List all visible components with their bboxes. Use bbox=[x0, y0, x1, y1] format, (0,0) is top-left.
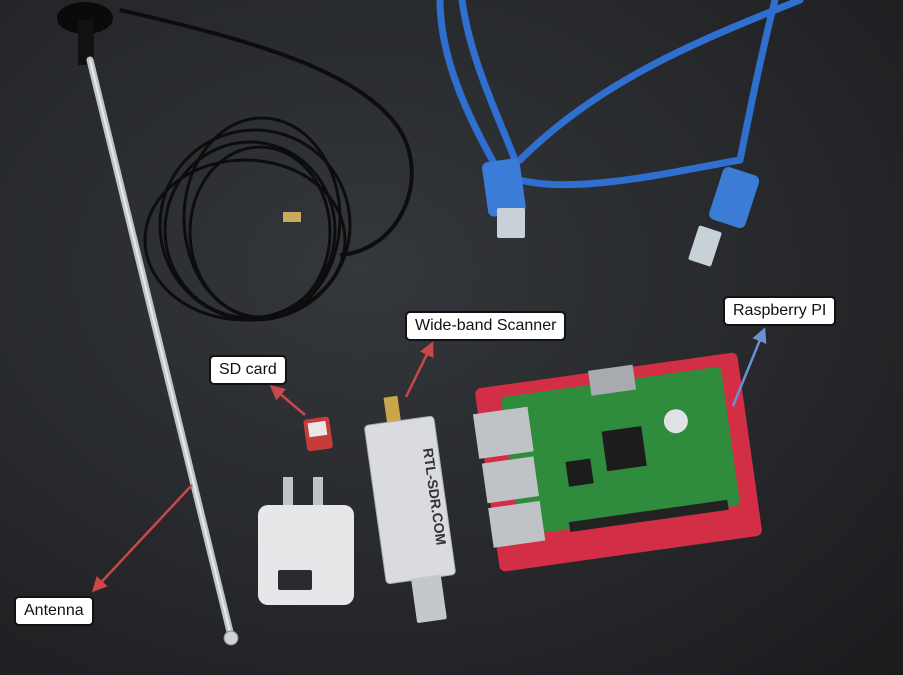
usb-male-connector bbox=[688, 167, 760, 267]
scanner-label: Wide-band Scanner bbox=[405, 311, 567, 341]
usb-charger-graphic bbox=[258, 477, 354, 605]
raspberry-pi-label: Raspberry PI bbox=[723, 296, 837, 326]
rtl-sdr-dongle-graphic: RTL-SDR.COM bbox=[364, 395, 456, 623]
sd-card-arrow bbox=[269, 385, 306, 416]
raspberry-pi-arrow bbox=[731, 327, 767, 407]
raspberry-pi-graphic bbox=[472, 352, 762, 572]
usb-female-connector bbox=[482, 158, 526, 238]
antenna-label: Antenna bbox=[14, 596, 94, 626]
sd-card-graphic bbox=[303, 416, 333, 452]
sd-card-label: SD card bbox=[209, 355, 287, 385]
scanner-arrow bbox=[404, 341, 434, 398]
usb-cable bbox=[436, 0, 804, 189]
coax-cable bbox=[119, 8, 414, 322]
antenna-arrow bbox=[91, 484, 193, 593]
antenna-graphic bbox=[57, 2, 239, 646]
coax-sma-plug bbox=[283, 212, 301, 222]
